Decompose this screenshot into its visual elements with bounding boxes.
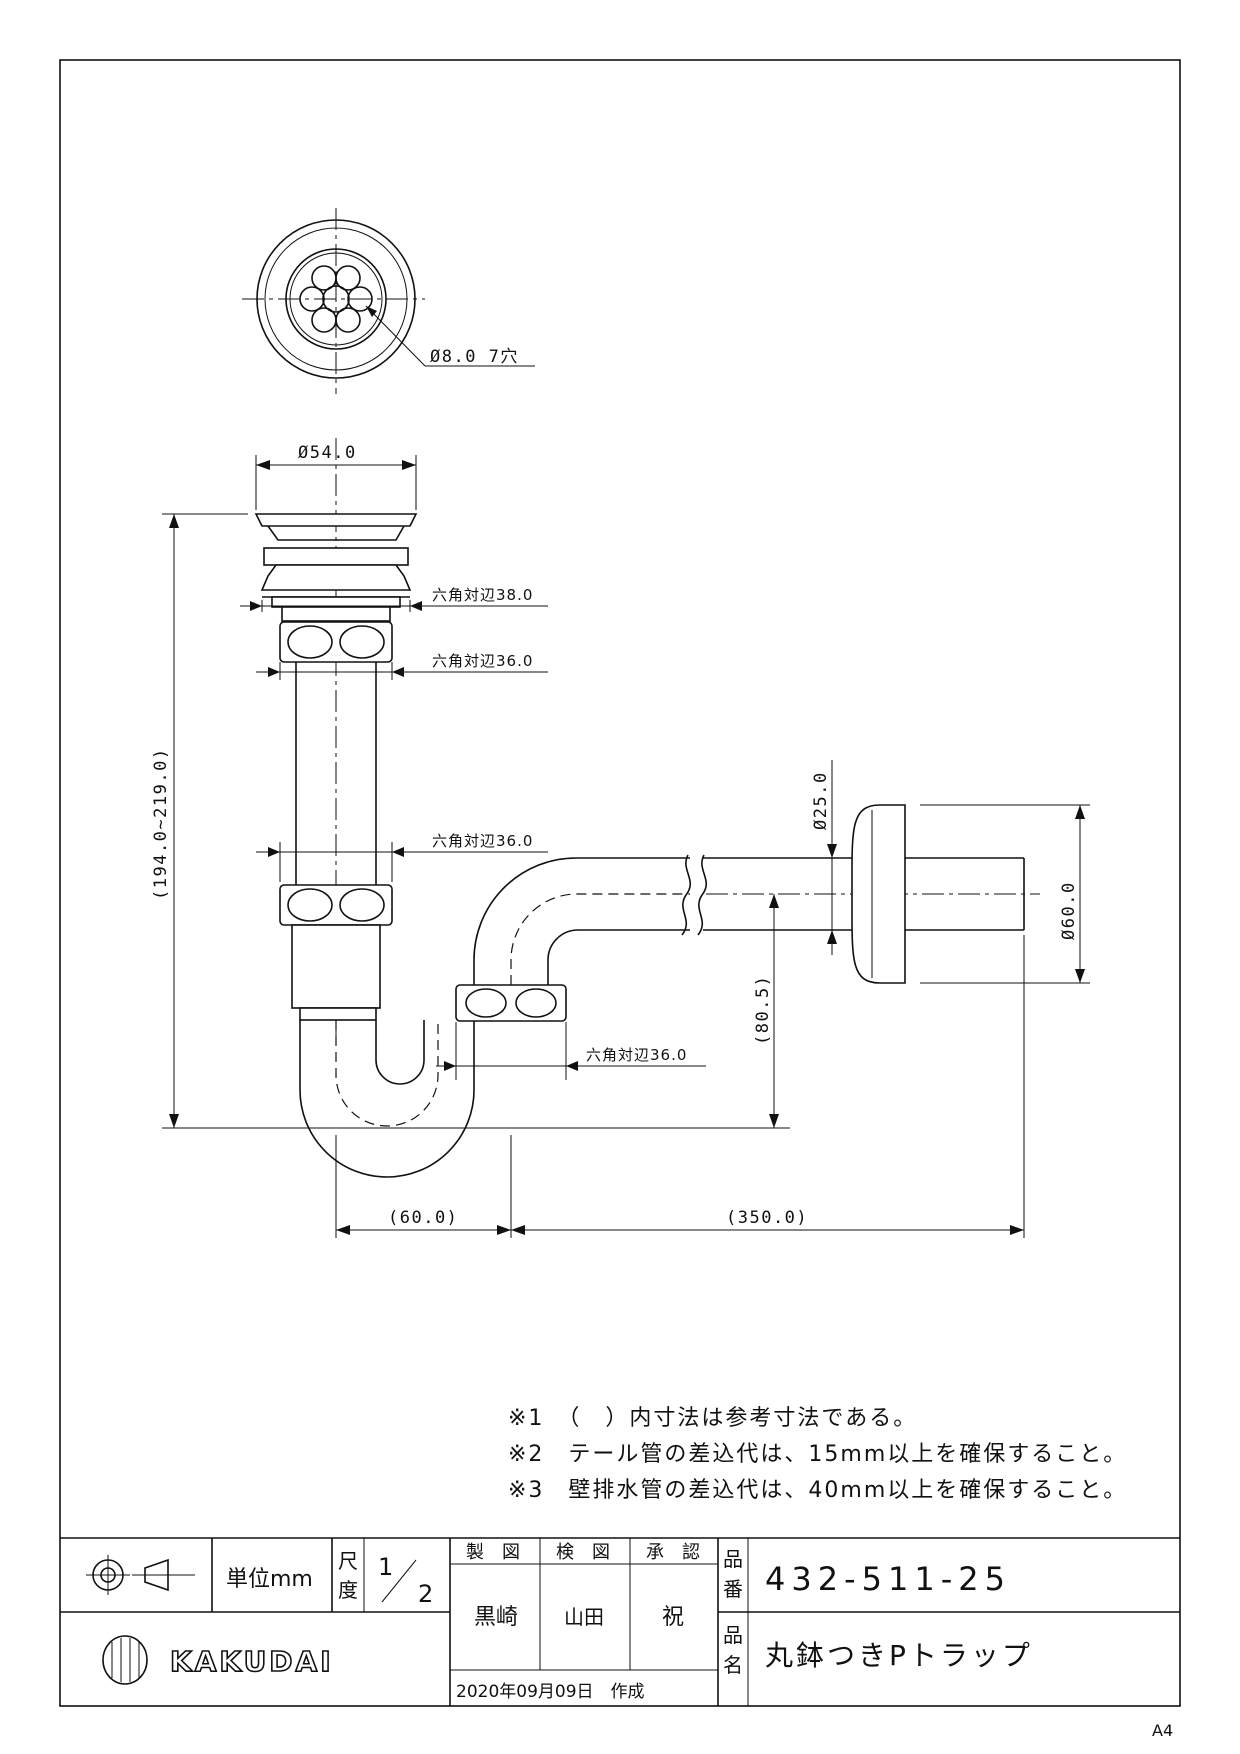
dim-height: (194.0~219.0) [151,747,171,900]
drawing-border [59,59,1181,1707]
checked-by: 山田 [564,1605,604,1629]
note-3: ※3 壁排水管の差込代は、40mm以上を確保すること。 [508,1478,1127,1503]
paper-size: A4 [1152,1721,1173,1740]
part-name-label-top: 品 [723,1623,743,1647]
dim-hex-38: 六角対辺38.0 [432,586,533,604]
projection-symbol-icon [86,1555,195,1595]
scale-label-bottom: 度 [338,1578,358,1602]
scale-denominator: 2 [418,1580,433,1608]
part-name-label-bottom: 名 [723,1653,743,1677]
dim-top-diameter: Ø54.0 [298,443,357,463]
hole-label: Ø8.0 7穴 [430,347,519,367]
dim-hex-36-lower: 六角対辺36.0 [586,1046,687,1064]
note-2: ※2 テール管の差込代は、15mm以上を確保すること。 [508,1442,1127,1467]
drawing-date: 2020年09月09日 作成 [456,1682,645,1702]
dim-pipe-diameter: Ø25.0 [811,771,831,830]
notes: ※1 （ ）内寸法は参考寸法である。 ※2 テール管の差込代は、15mm以上を確… [508,1406,1127,1503]
approved-by: 祝 [662,1605,684,1630]
trap-side-view [254,438,1040,1178]
scale-numerator: 1 [378,1553,393,1581]
dim-hex-36-upper: 六角対辺36.0 [432,652,533,670]
dim-hex-36-middle: 六角対辺36.0 [432,832,533,850]
part-no-label-bottom: 番 [723,1577,743,1601]
scale-label-top: 尺 [338,1549,358,1573]
unit-label: 単位mm [226,1567,313,1592]
part-number: 432-511-25 [765,1560,1011,1598]
dimensions: Ø54.0 六角対辺38.0 六角対辺36.0 六角対辺36.0 六角対辺36.… [151,443,1090,1238]
drawn-header: 製 図 [466,1542,520,1563]
dim-offset: (60.0) [388,1208,458,1228]
dim-drop: (80.5) [753,975,773,1045]
part-no-label-top: 品 [723,1547,743,1571]
part-name: 丸鉢つきPトラップ [765,1639,1033,1672]
checked-header: 検 図 [556,1542,610,1563]
dim-length: (350.0) [726,1208,808,1228]
strainer-top-view: Ø8.0 7穴 [242,208,535,394]
company-name: KAKUDAI [170,1645,334,1678]
dim-flange-diameter: Ø60.0 [1059,881,1079,940]
approved-header: 承 認 [646,1542,700,1563]
title-block: 単位mm 尺 度 1 2 製 図 検 図 承 認 黒崎 山田 祝 2020年09… [60,1537,1180,1706]
drawn-by: 黒崎 [474,1605,518,1630]
note-1: ※1 （ ）内寸法は参考寸法である。 [508,1406,917,1431]
company-logo: KAKUDAI [102,1635,334,1685]
